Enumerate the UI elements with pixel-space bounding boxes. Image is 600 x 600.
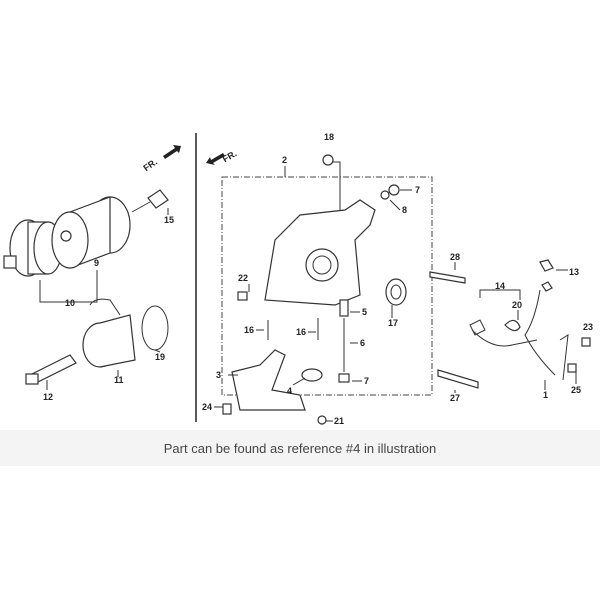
oil-cooler xyxy=(82,298,169,368)
callout-1: 1 xyxy=(543,390,548,400)
callout-21: 21 xyxy=(334,416,344,426)
callout-25: 25 xyxy=(571,385,581,395)
oil-strainer xyxy=(231,349,323,411)
callout-2: 2 xyxy=(282,155,287,165)
callout-5: 5 xyxy=(362,307,367,317)
oil-pump xyxy=(264,199,376,306)
front-direction-arrow-left-section: FR. xyxy=(141,145,181,173)
oil-seal xyxy=(385,278,407,306)
callout-4: 4 xyxy=(287,386,292,396)
oil-pipe-and-bracket xyxy=(469,259,591,381)
callout-16a: 16 xyxy=(244,325,254,335)
callout-7b: 7 xyxy=(364,376,369,386)
cooler-bolt xyxy=(25,354,77,385)
oil-filter xyxy=(51,196,131,269)
callout-14: 14 xyxy=(495,281,505,291)
callout-17: 17 xyxy=(388,318,398,328)
oil-pump-assembly-box xyxy=(221,176,433,396)
callout-27: 27 xyxy=(450,393,460,403)
front-direction-arrow-right-section: FR. xyxy=(206,148,238,165)
oil-filter-housing xyxy=(3,219,63,277)
parts-diagram: FR. FR. xyxy=(3,132,593,426)
callout-16b: 16 xyxy=(296,327,306,337)
callout-11: 11 xyxy=(114,375,124,385)
callout-7: 7 xyxy=(415,185,420,195)
relief-spring-and-plunger xyxy=(338,299,350,383)
caption-band: Part can be found as reference #4 in ill… xyxy=(0,430,600,466)
callout-23: 23 xyxy=(583,322,593,332)
callout-8: 8 xyxy=(402,205,407,215)
callout-13: 13 xyxy=(569,267,579,277)
svg-text:FR.: FR. xyxy=(221,148,239,164)
callout-9: 9 xyxy=(94,258,99,268)
callout-28: 28 xyxy=(450,252,460,262)
callout-10: 10 xyxy=(65,298,75,308)
callout-6: 6 xyxy=(360,338,365,348)
callout-19: 19 xyxy=(155,352,165,362)
svg-text:FR.: FR. xyxy=(141,157,159,174)
callout-22: 22 xyxy=(238,273,248,283)
bolts xyxy=(267,271,479,389)
callout-15: 15 xyxy=(164,215,174,225)
callout-20: 20 xyxy=(512,300,522,310)
part-reference-caption: Part can be found as reference #4 in ill… xyxy=(163,440,437,456)
callout-12: 12 xyxy=(43,392,53,402)
callout-18: 18 xyxy=(324,132,334,142)
oil-pressure-switch xyxy=(147,189,169,209)
small-parts xyxy=(222,154,400,425)
callout-24: 24 xyxy=(202,402,212,412)
callout-3: 3 xyxy=(216,370,221,380)
